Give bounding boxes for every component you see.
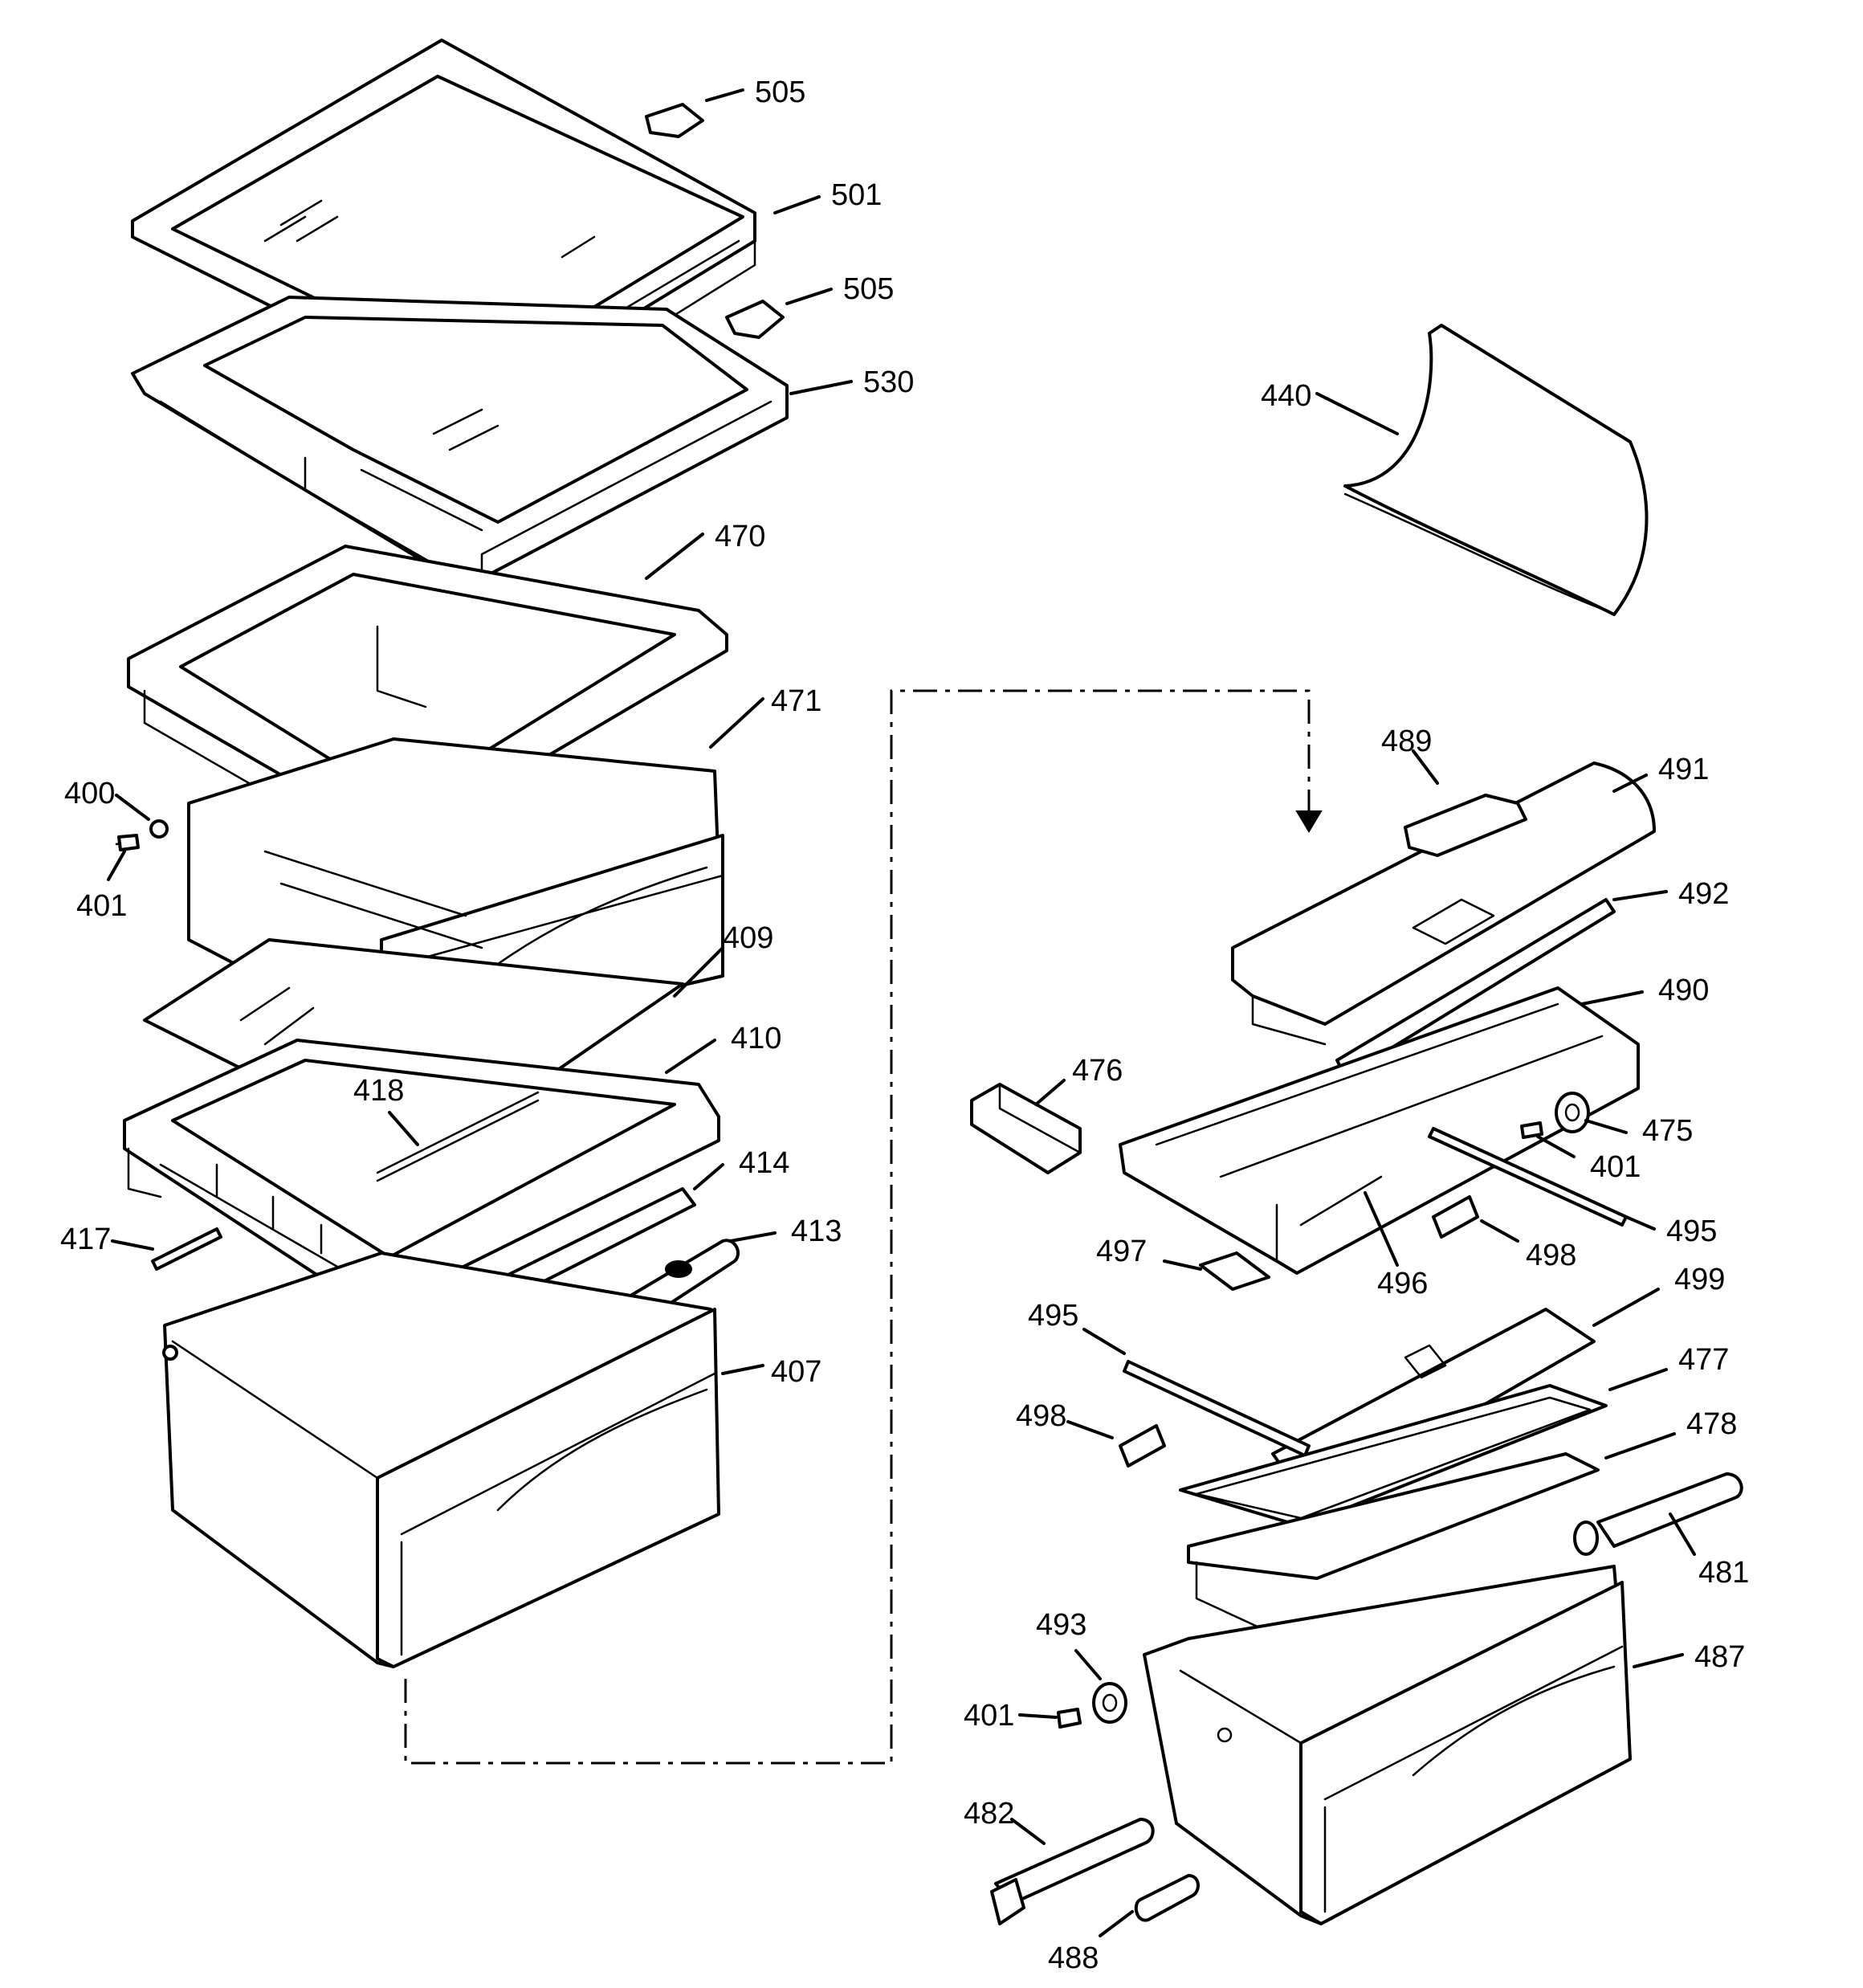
label-409: 409 — [723, 921, 773, 955]
crisper-frame-470 — [127, 545, 728, 861]
screw-401-lower — [1057, 1708, 1082, 1729]
clip-505-mid — [725, 300, 785, 339]
tray-477 — [1179, 1384, 1608, 1528]
label-495-lower: 495 — [1028, 1299, 1078, 1333]
pin-488 — [1134, 1874, 1200, 1922]
label-417: 417 — [60, 1223, 111, 1256]
roller-481 — [1573, 1472, 1743, 1556]
label-496: 496 — [1377, 1267, 1428, 1300]
strip-418 — [376, 1091, 540, 1182]
label-440: 440 — [1261, 379, 1311, 413]
label-495-upper: 495 — [1666, 1214, 1717, 1248]
label-489: 489 — [1381, 725, 1432, 758]
clip-505-top — [645, 103, 704, 138]
label-497: 497 — [1096, 1235, 1147, 1268]
label-475: 475 — [1642, 1114, 1693, 1148]
label-476: 476 — [1072, 1054, 1123, 1088]
label-490: 490 — [1658, 974, 1709, 1007]
label-400: 400 — [64, 777, 115, 810]
part-labels: 505 501 505 530 470 440 471 400 401 409 … — [60, 76, 1749, 1975]
screw-401-right — [1520, 1121, 1543, 1139]
label-505-mid: 505 — [843, 272, 894, 306]
label-505-top: 505 — [755, 76, 805, 109]
shelf-frame-530 — [131, 296, 789, 588]
label-414: 414 — [739, 1146, 789, 1180]
label-493: 493 — [1036, 1608, 1086, 1642]
label-492: 492 — [1678, 877, 1729, 911]
label-481: 481 — [1698, 1556, 1749, 1590]
leader-lines — [107, 88, 1696, 1937]
pad-498-upper — [1432, 1195, 1479, 1239]
label-410: 410 — [731, 1022, 781, 1055]
label-470: 470 — [715, 520, 765, 553]
label-471: 471 — [771, 684, 821, 718]
handle-489 — [1404, 794, 1527, 857]
cap-400 — [149, 819, 169, 839]
rail-496 — [1299, 1175, 1383, 1227]
assembly-path-line — [404, 689, 1323, 1765]
pan-487 — [1143, 1565, 1632, 1925]
bracket-476 — [970, 1083, 1082, 1174]
roller-482 — [990, 1818, 1155, 1925]
pad-498-lower — [1119, 1424, 1166, 1468]
label-501: 501 — [831, 178, 882, 212]
curved-panel-440 — [1343, 324, 1649, 616]
label-487: 487 — [1694, 1640, 1745, 1674]
screw-401-left — [115, 834, 140, 851]
label-401-lower: 401 — [964, 1699, 1014, 1733]
label-482: 482 — [964, 1797, 1014, 1831]
slider-417 — [151, 1227, 222, 1271]
label-498-lower: 498 — [1016, 1399, 1066, 1433]
label-477: 477 — [1678, 1343, 1729, 1377]
roller-493 — [1092, 1682, 1127, 1724]
label-418: 418 — [353, 1074, 404, 1108]
label-491: 491 — [1658, 753, 1709, 786]
housing-490 — [1119, 986, 1640, 1275]
label-499: 499 — [1674, 1263, 1725, 1296]
roller-475 — [1555, 1092, 1590, 1133]
label-407: 407 — [771, 1355, 821, 1389]
label-401-left: 401 — [76, 889, 127, 923]
label-488: 488 — [1048, 1941, 1099, 1975]
pad-497 — [1199, 1251, 1270, 1291]
label-413: 413 — [791, 1214, 842, 1248]
label-530: 530 — [863, 365, 914, 399]
cover-491 — [1231, 761, 1656, 1046]
label-401-right: 401 — [1590, 1150, 1641, 1184]
label-478: 478 — [1686, 1407, 1737, 1441]
pan-407 — [162, 1251, 720, 1668]
label-498-upper: 498 — [1526, 1239, 1576, 1272]
slide-rail-495-upper — [1428, 1127, 1628, 1227]
